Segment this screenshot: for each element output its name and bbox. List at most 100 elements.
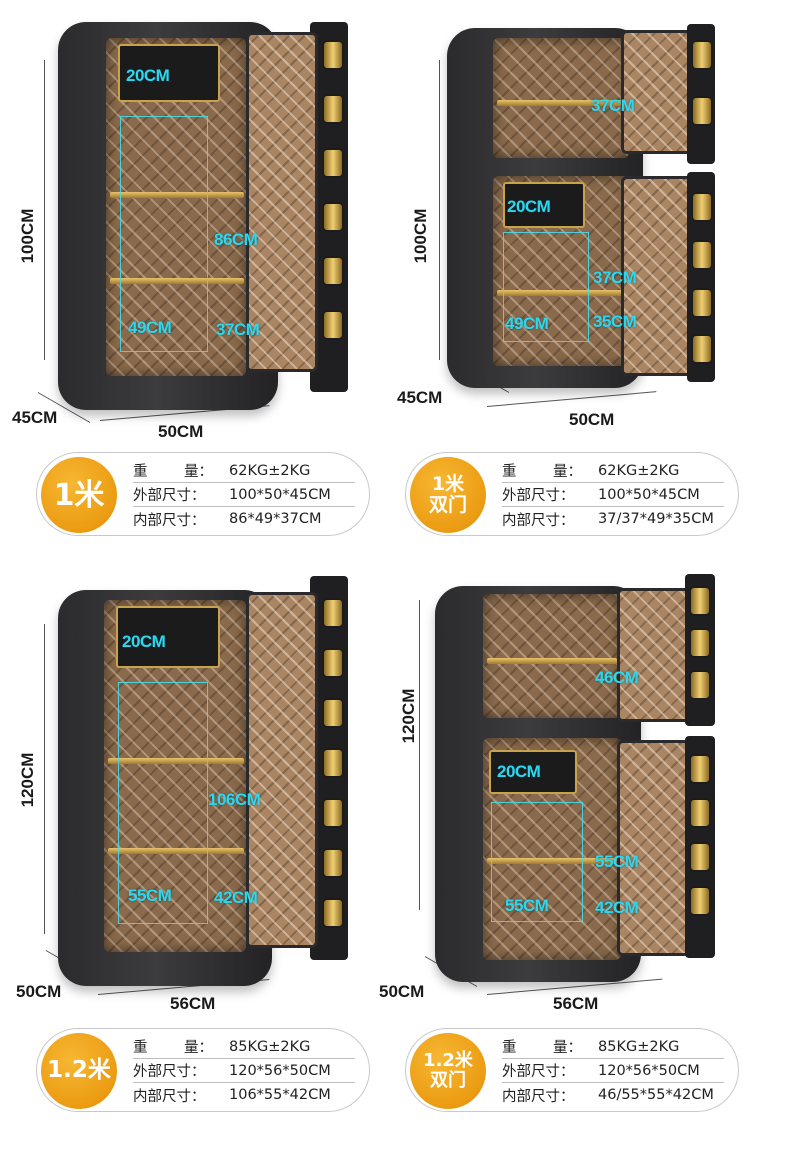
interior-width-label: 55CM <box>505 896 549 915</box>
inner-drawer <box>489 750 577 794</box>
outer-size-key: 外部尺寸： <box>133 488 206 504</box>
locking-bolt <box>689 798 711 828</box>
size-badge: 1米 双门 <box>410 457 486 533</box>
depth-dimension: 50CM <box>379 982 425 1001</box>
depth-dimension: 45CM <box>12 408 58 427</box>
product-card-1-2m: 120CM 50CM 56CM 20CM 106CM 55CM 42CM 1.2… <box>0 570 395 1152</box>
inner-size-key: 内部尺寸： <box>133 512 206 529</box>
dimension-guide <box>118 682 208 924</box>
interior-width-label: 49CM <box>505 314 549 333</box>
inner-size-row: 内部尺寸：37/37*49*35CM <box>502 507 724 531</box>
locking-bolt <box>322 310 344 340</box>
locking-bolt <box>322 40 344 70</box>
locking-bolt <box>689 754 711 784</box>
interior-height-label: 86CM <box>214 230 258 249</box>
locking-bolt <box>691 40 713 70</box>
interior-depth-label: 35CM <box>593 312 637 331</box>
locking-bolt <box>691 192 713 222</box>
shelf <box>108 758 244 764</box>
locking-bolt <box>691 96 713 126</box>
inner-size-value: 86*49*37CM <box>229 511 322 527</box>
shelf <box>487 658 617 664</box>
weight-key-1: 重 <box>133 464 148 480</box>
inner-size-row: 内部尺寸： 86*49*37CM <box>133 507 355 531</box>
width-dimension: 50CM <box>569 410 615 429</box>
height-dimension: 100CM <box>411 208 430 264</box>
upper-height-label: 37CM <box>591 96 635 115</box>
locking-bolt <box>322 256 344 286</box>
weight-key-1: 重 <box>133 1040 148 1056</box>
drawer-height-label: 20CM <box>126 66 170 85</box>
depth-dimension: 45CM <box>397 388 443 407</box>
spec-panel: 1.2米 重量：85KG±2KG 外部尺寸：120*56*50CM 内部尺寸：1… <box>36 1028 370 1112</box>
outer-size-value: 100*50*45CM <box>229 486 331 503</box>
shelf <box>497 100 625 106</box>
shelf <box>487 858 617 864</box>
product-card-1m: 100CM 45CM 50CM 20CM 86CM 49CM 37CM 1米 重… <box>0 0 395 560</box>
locking-bolt <box>322 94 344 124</box>
spec-rows: 重量：85KG±2KG 外部尺寸：120*56*50CM 内部尺寸：46/55*… <box>502 1035 724 1107</box>
size-badge: 1.2米 <box>41 1033 117 1109</box>
spec-rows: 重 量： 62KG±2KG 外部尺寸： 100*50*45CM 内部尺寸： 86*49*… <box>133 459 355 531</box>
outer-size-value: 120*56*50CM <box>229 1062 331 1079</box>
weight-row: 重 量： 85KG±2KG <box>133 1035 355 1059</box>
upper-interior <box>493 38 629 158</box>
dimension-guide <box>120 116 208 352</box>
inner-size-row: 内部尺寸：46/55*55*42CM <box>502 1083 724 1107</box>
inner-drawer <box>503 182 585 228</box>
interior-depth-label: 37CM <box>216 320 260 339</box>
spec-panel: 1米 重 量： 62KG±2KG 外部尺寸： 100*50*45CM 内部尺寸： 86*… <box>36 452 370 536</box>
outer-size-key: 外部尺寸： <box>133 1064 206 1080</box>
height-dimension-line <box>44 624 45 934</box>
locking-bolt <box>689 670 711 700</box>
spec-rows: 重量：85KG±2KG 外部尺寸：120*56*50CM 内部尺寸：106*55… <box>133 1035 355 1107</box>
inner-drawer <box>118 44 220 102</box>
shelf <box>110 192 244 198</box>
spec-panel: 1.2米 双门 重量：85KG±2KG 外部尺寸：120*56*50CM 内部尺… <box>405 1028 739 1112</box>
height-dimension: 100CM <box>18 208 37 264</box>
height-dimension: 120CM <box>399 688 418 744</box>
depth-dimension: 50CM <box>16 982 62 1001</box>
shelf <box>110 278 244 284</box>
locking-bolt <box>322 898 344 928</box>
weight-key-2: 量： <box>184 464 213 480</box>
height-dimension-line <box>419 600 420 910</box>
outer-size-row: 外部尺寸：120*56*50CM <box>502 1059 724 1083</box>
outer-size-key: 外部尺寸： <box>502 488 575 504</box>
locking-bolt <box>322 798 344 828</box>
outer-size-row: 外部尺寸：100*50*45CM <box>502 483 724 507</box>
locking-bolt <box>691 240 713 270</box>
width-dimension: 56CM <box>553 994 599 1013</box>
upper-interior <box>483 594 621 718</box>
height-dimension-line <box>44 60 45 360</box>
shelf <box>108 848 244 854</box>
inner-size-key: 内部尺寸： <box>502 512 575 529</box>
product-card-1m-double: 100CM 45CM 50CM 37CM 20CM 37CM 49CM 35CM… <box>395 0 790 560</box>
weight-value: 85KG±2KG <box>229 1038 311 1055</box>
outer-size-value: 120*56*50CM <box>598 1062 700 1079</box>
weight-value: 85KG±2KG <box>598 1038 680 1055</box>
width-dimension-line <box>486 391 657 407</box>
inner-size-value: 46/55*55*42CM <box>598 1087 714 1103</box>
weight-key-1: 重 <box>502 464 517 480</box>
inner-size-key: 内部尺寸： <box>133 1088 206 1105</box>
size-badge: 1.2米 双门 <box>410 1033 486 1109</box>
outer-size-row: 外部尺寸： 100*50*45CM <box>133 483 355 507</box>
drawer-height-label: 20CM <box>507 197 551 216</box>
weight-key-2: 量： <box>553 1040 582 1056</box>
size-badge: 1米 <box>41 457 117 533</box>
locking-bolt <box>322 202 344 232</box>
height-dimension-line <box>439 60 440 360</box>
product-card-1-2m-double: 120CM 50CM 56CM 46CM 20CM 55CM 55CM 42CM… <box>379 570 790 1152</box>
locking-bolt <box>322 148 344 178</box>
safe-door <box>246 32 318 372</box>
safe-door <box>246 592 318 948</box>
weight-key-2: 量： <box>184 1040 213 1056</box>
locking-bolt <box>322 848 344 878</box>
locking-bolt <box>322 698 344 728</box>
weight-value: 62KG±2KG <box>598 462 680 479</box>
locking-bolt <box>691 288 713 318</box>
locking-bolt <box>689 886 711 916</box>
weight-value: 62KG±2KG <box>229 462 311 479</box>
weight-key-2: 量： <box>553 464 582 480</box>
